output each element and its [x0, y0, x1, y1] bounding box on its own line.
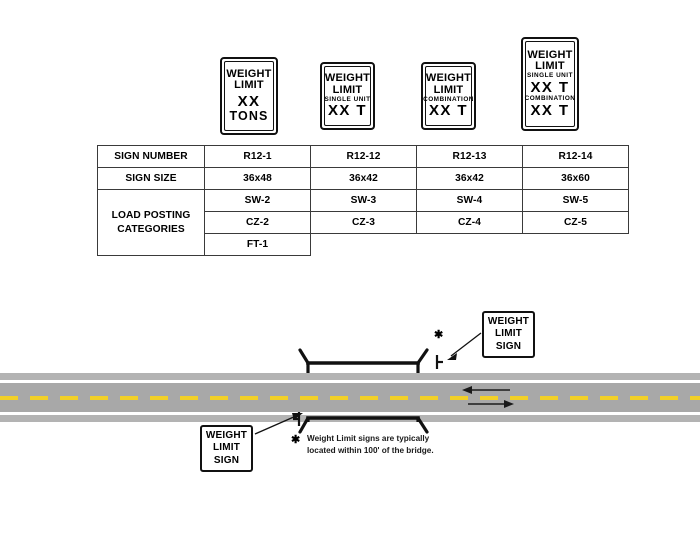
footnote: ✱ Weight Limit signs are typically locat… [291, 433, 491, 457]
sign-r12-1-line-1: WEIGHT [226, 68, 272, 81]
cell-sign-size-1: 36x48 [204, 167, 311, 190]
cell-sw-3: SW-4 [416, 189, 523, 212]
sign-r12-13-face: WEIGHT LIMIT COMBINATION XX T [423, 66, 474, 126]
sign-r12-13-line-1: WEIGHT [425, 72, 472, 85]
cell-cz-3: CZ-4 [416, 211, 523, 234]
cell-cz-2: CZ-3 [310, 211, 417, 234]
sign-r12-14-face: WEIGHT LIMIT SINGLE UNIT XX T COMBINATIO… [525, 41, 575, 127]
leader-line-bottom [254, 413, 303, 435]
road-center-line [0, 395, 700, 400]
cell-sign-number-2: R12-12 [310, 145, 417, 168]
load-posting-label-line1: LOAD POSTING [111, 209, 191, 221]
bridge-guardrail-top [298, 348, 429, 373]
footnote-marker: ✱ [291, 434, 301, 446]
sign-r12-1: WEIGHT LIMIT XX TONS [220, 57, 278, 135]
row-header-load-posting-categories: LOAD POSTING CATEGORIES [97, 189, 205, 256]
cell-sign-size-4: 36x60 [522, 167, 629, 190]
cell-sign-number-4: R12-14 [522, 145, 629, 168]
leader-line-top [447, 332, 482, 360]
sign-r12-13: WEIGHT LIMIT COMBINATION XX T [421, 62, 476, 130]
table-row-load-posting-cz: CZ-2 CZ-3 CZ-4 CZ-5 [98, 211, 629, 234]
sign-r12-14-line-3: SINGLE UNIT [527, 72, 573, 80]
cell-ft-empty-4 [523, 234, 629, 256]
cell-ft-1: FT-1 [204, 233, 311, 256]
sign-r12-13-line-2: LIMIT [433, 83, 464, 96]
sign-r12-12-line-1: WEIGHT [324, 72, 371, 85]
table-row-sign-size: SIGN SIZE 36x48 36x42 36x42 36x60 [97, 167, 629, 190]
sign-r12-12-line-3: SINGLE UNIT [324, 95, 371, 103]
cell-sign-size-3: 36x42 [416, 167, 523, 190]
sign-r12-14-line-1: WEIGHT [527, 48, 573, 61]
sign-r12-1-line-2: LIMIT [234, 79, 264, 92]
sign-r12-14-line-4: XX T [530, 78, 570, 96]
asterisk-marker: ✱ [434, 329, 444, 341]
callout-weight-limit-sign-bottom: WEIGHT LIMIT SIGN [200, 425, 253, 472]
cell-sign-size-2: 36x42 [310, 167, 417, 190]
callout-top-line1: WEIGHT [487, 315, 530, 327]
road-edge-line-top [0, 380, 700, 383]
callout-weight-limit-sign-top: WEIGHT LIMIT SIGN [482, 311, 535, 358]
road-shoulder-top [0, 373, 700, 380]
cell-sw-2: SW-3 [310, 189, 417, 212]
cell-sign-number-3: R12-13 [416, 145, 523, 168]
bridge-guardrail-bottom [298, 416, 429, 434]
callout-bottom-line2: LIMIT [212, 442, 241, 454]
traffic-arrow-left [462, 386, 510, 394]
sign-post-marker-top [435, 355, 443, 369]
cell-ft-empty-2 [311, 234, 417, 256]
sign-r12-1-face: WEIGHT LIMIT XX TONS [224, 61, 274, 131]
traffic-arrow-right [468, 400, 514, 408]
callout-top-line2: LIMIT [494, 328, 523, 340]
callout-bottom-line1: WEIGHT [205, 429, 248, 441]
cell-sw-4: SW-5 [522, 189, 629, 212]
diagram-overlay [254, 332, 514, 435]
sign-r12-1-line-3: XX [237, 92, 261, 110]
sign-r12-13-line-4: XX T [429, 102, 468, 120]
sign-gallery: WEIGHT LIMIT XX TONS WEIGHT LIMIT SINGLE… [0, 0, 700, 140]
sign-r12-14-line-5: COMBINATION [524, 95, 576, 103]
footnote-line1: Weight Limit signs are typically [307, 434, 430, 443]
sign-r12-1-line-4: TONS [229, 108, 269, 123]
table-row-sign-number: SIGN NUMBER R12-1 R12-12 R12-13 R12-14 [97, 145, 629, 168]
bridge-road-diagram: ✱ [0, 280, 700, 541]
sign-r12-14-line-2: LIMIT [535, 60, 565, 73]
row-header-sign-size: SIGN SIZE [97, 167, 205, 190]
sign-r12-12-line-4: XX T [328, 102, 367, 120]
callout-top-line3: SIGN [495, 340, 522, 352]
sign-r12-12-line-2: LIMIT [332, 83, 363, 96]
row-header-sign-number: SIGN NUMBER [97, 145, 205, 168]
callout-bottom-line3: SIGN [213, 454, 240, 466]
sign-r12-13-line-3: COMBINATION [423, 95, 474, 103]
table-row-load-posting-sw: LOAD POSTING CATEGORIES SW-2 SW-3 SW-4 S… [97, 189, 629, 256]
footnote-line2: located within 100' of the bridge. [307, 445, 434, 455]
cell-ft-empty-3 [417, 234, 523, 256]
sign-r12-14-line-6: XX T [530, 101, 570, 119]
cell-sw-1: SW-2 [204, 189, 311, 212]
sign-r12-14: WEIGHT LIMIT SINGLE UNIT XX T COMBINATIO… [521, 37, 579, 131]
footnote-text: Weight Limit signs are typically located… [307, 433, 434, 457]
sign-r12-12: WEIGHT LIMIT SINGLE UNIT XX T [320, 62, 375, 130]
cell-cz-4: CZ-5 [522, 211, 629, 234]
cell-cz-1: CZ-2 [204, 211, 311, 234]
load-posting-label-line2: CATEGORIES [117, 223, 185, 235]
table-row-load-posting-ft: FT-1 [98, 233, 629, 256]
cell-sign-number-1: R12-1 [204, 145, 311, 168]
sign-spec-table: SIGN NUMBER R12-1 R12-12 R12-13 R12-14 S… [97, 145, 629, 256]
sign-r12-12-face: WEIGHT LIMIT SINGLE UNIT XX T [324, 66, 371, 126]
road-edge-line-bottom [0, 412, 700, 415]
